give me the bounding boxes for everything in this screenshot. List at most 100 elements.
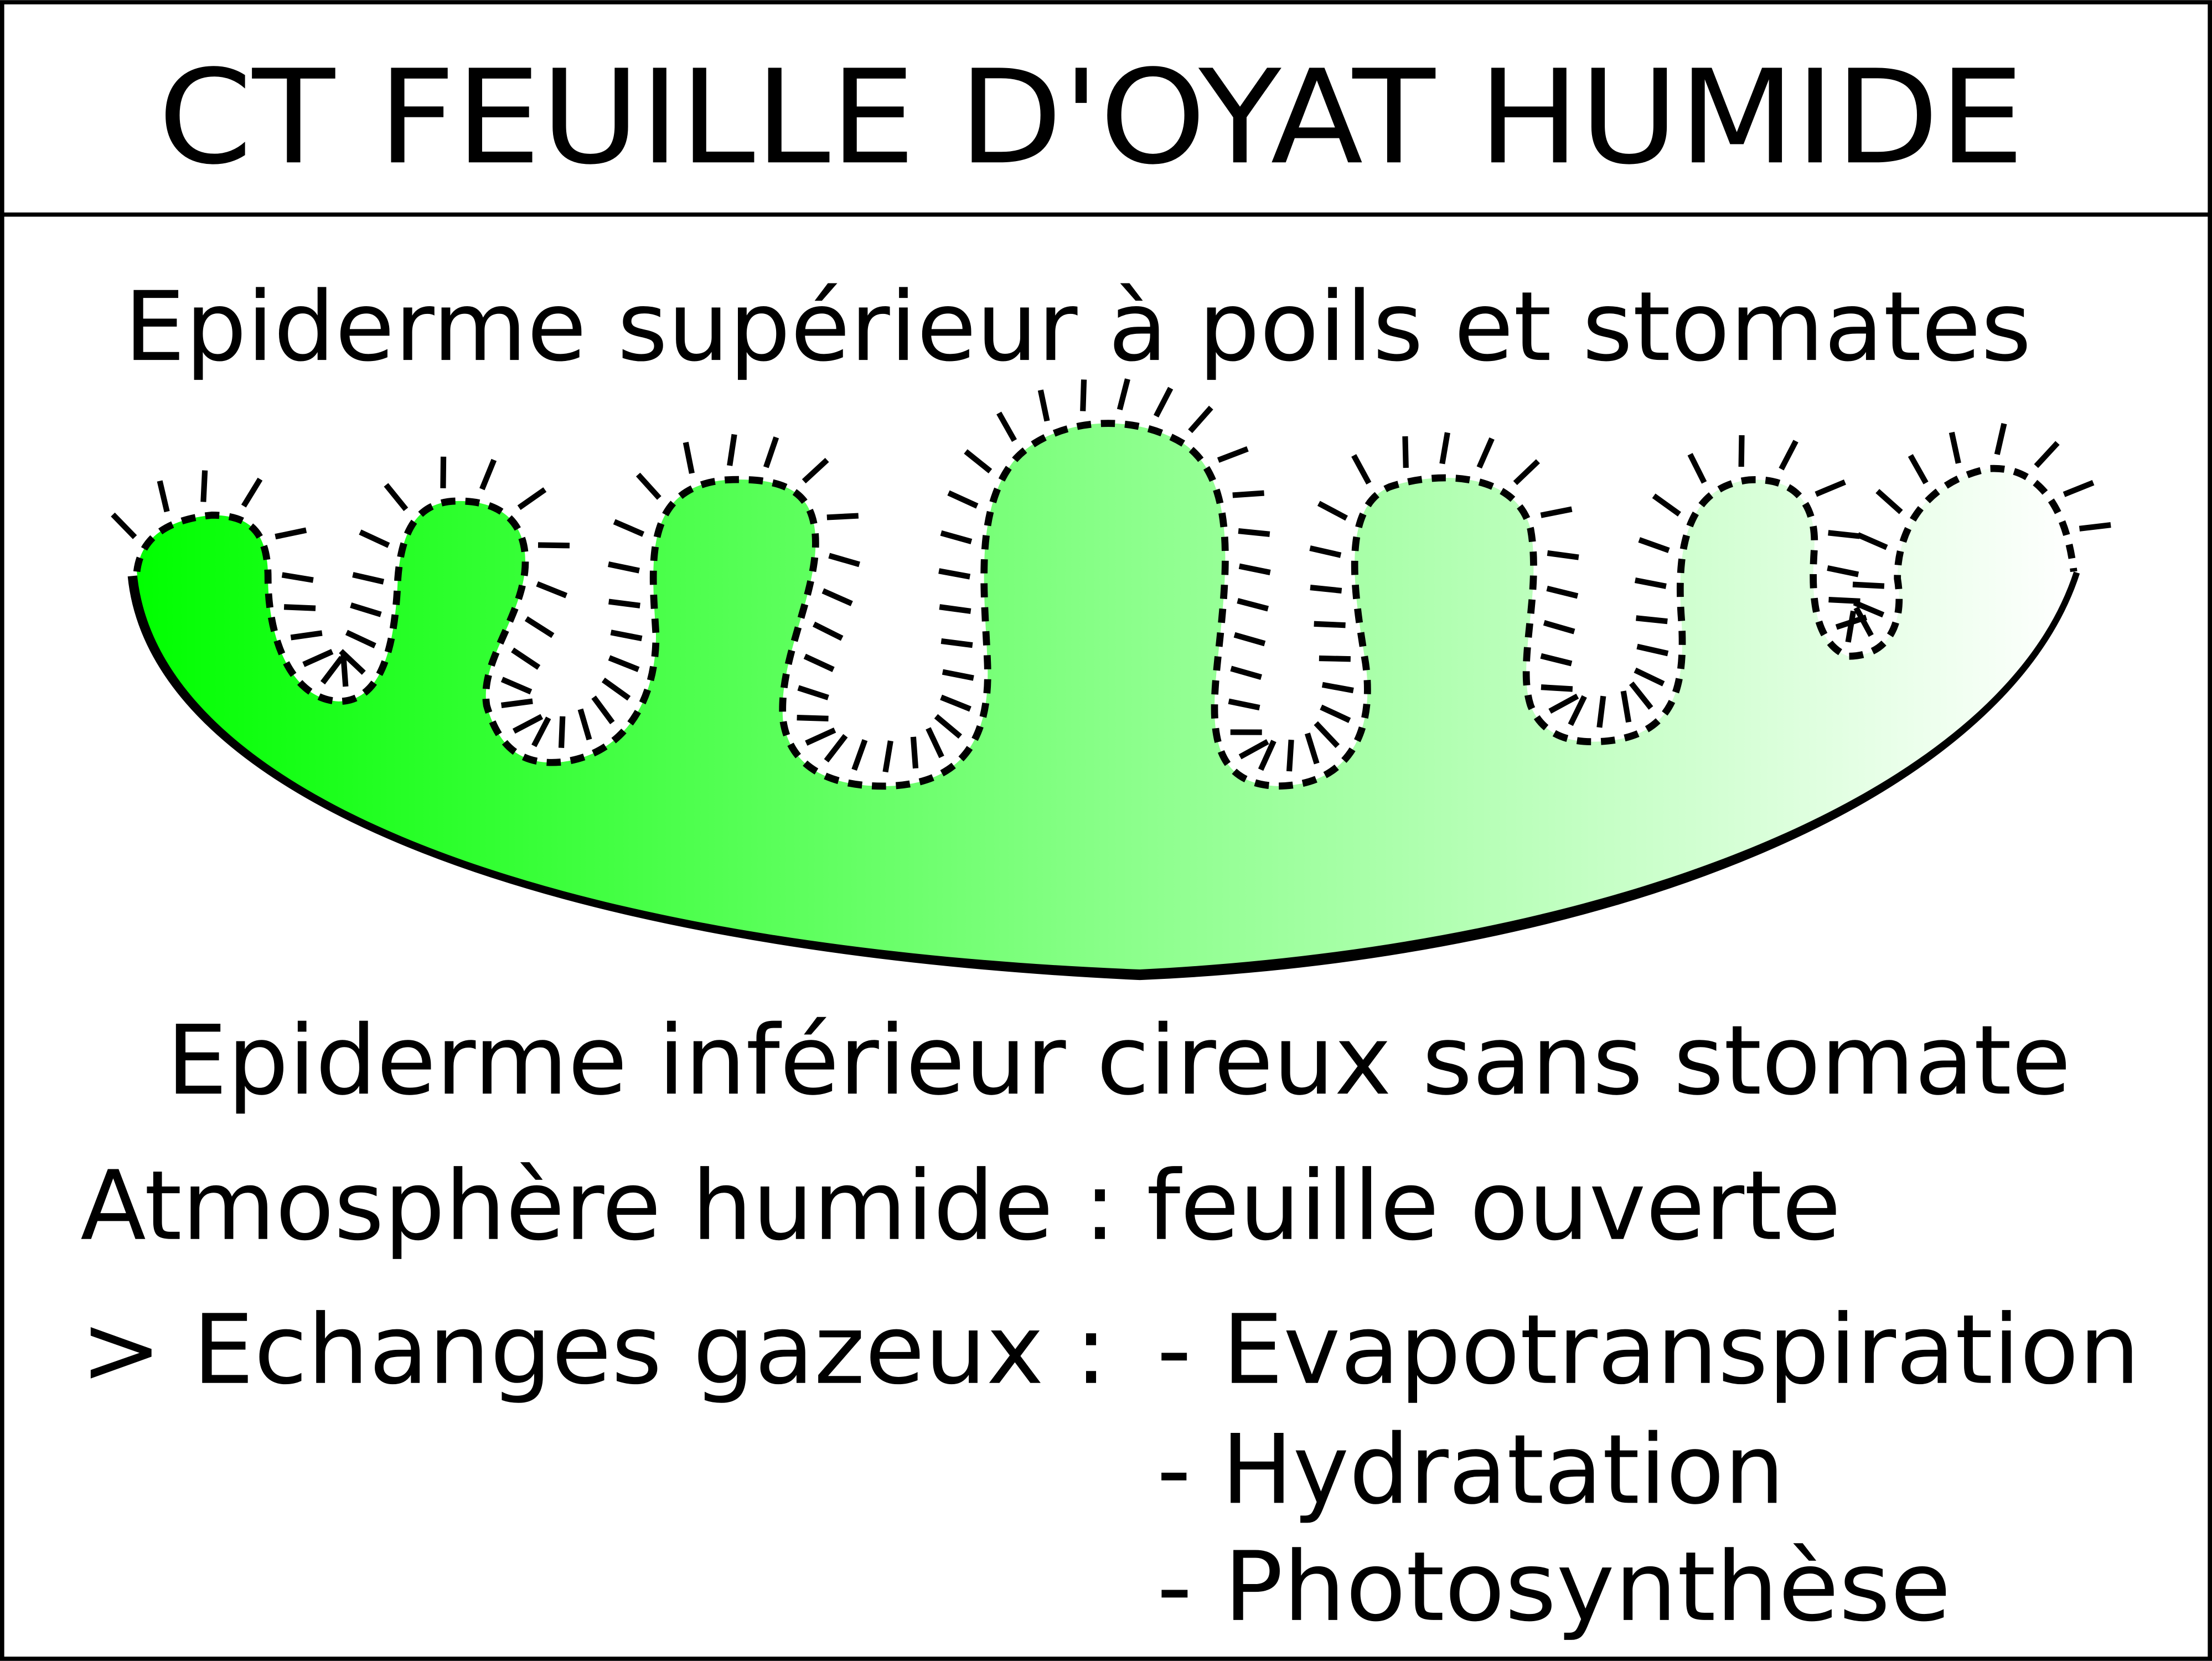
hair-mark — [1853, 606, 1874, 637]
hair-mark — [1568, 695, 1587, 726]
hair-mark — [1117, 378, 1130, 411]
hair-mark — [1875, 489, 1903, 514]
hair-mark — [940, 638, 973, 648]
hair-mark — [1304, 733, 1320, 765]
hair-mark — [1238, 739, 1269, 760]
hair-mark — [524, 616, 555, 638]
hair-mark — [1320, 704, 1351, 723]
hair-mark — [283, 604, 316, 611]
hair-mark — [926, 727, 944, 759]
hair-mark — [938, 568, 971, 580]
hair-mark — [821, 588, 853, 606]
hair-mark — [1319, 655, 1351, 662]
hair-mark — [964, 449, 993, 473]
hair-mark — [1188, 405, 1213, 434]
hair-mark — [608, 655, 640, 672]
hair-mark — [1620, 690, 1632, 723]
hair-mark — [1439, 432, 1450, 465]
hair-mark — [1634, 577, 1667, 589]
hair-mark — [1540, 506, 1573, 518]
hair-mark — [511, 647, 541, 670]
hair-mark — [1634, 667, 1665, 687]
gas-exchange-label: > Echanges gazeux : — [80, 1294, 1107, 1406]
hair-mark — [1258, 740, 1276, 771]
lower-epidermis-label: Epiderme inférieur cireux sans stomate — [167, 1004, 2071, 1116]
hair-mark — [1543, 620, 1575, 635]
hair-mark — [290, 630, 323, 641]
hair-mark — [111, 512, 137, 539]
hair-mark — [320, 656, 344, 685]
condition-note: Atmosphère humide : feuille ouverte — [80, 1150, 1841, 1262]
hair-mark — [1779, 440, 1798, 471]
hair-mark — [1908, 454, 1929, 484]
hair-mark — [1949, 431, 1961, 464]
hair-mark — [947, 490, 979, 509]
leaf-hairs — [111, 378, 2111, 773]
lower-epidermis-cuticle — [127, 569, 2080, 981]
exchange-item-hydratation: - Hydratation — [1157, 1414, 1785, 1525]
hair-mark — [882, 740, 893, 773]
hair-mark — [517, 487, 547, 510]
hair-mark — [1738, 435, 1745, 467]
hair-mark — [1237, 598, 1269, 612]
hair-mark — [635, 472, 661, 500]
hair-mark — [350, 602, 382, 617]
hair-mark — [828, 553, 860, 568]
hair-mark — [1541, 684, 1573, 692]
hair-mark — [803, 653, 835, 672]
hair-mark — [824, 734, 848, 763]
hair-mark — [275, 527, 307, 540]
hair-mark — [1852, 581, 1885, 589]
hair-mark — [1314, 721, 1340, 749]
hair-mark — [1314, 621, 1346, 628]
hair-mark — [1217, 446, 1249, 463]
hair-mark — [1321, 682, 1354, 694]
hair-mark — [1317, 501, 1348, 521]
hair-mark — [1238, 528, 1270, 537]
hair-mark — [797, 715, 829, 721]
leaf-body — [137, 423, 2074, 970]
hair-mark — [384, 483, 409, 512]
hair-mark — [1238, 563, 1271, 575]
hair-mark — [1828, 596, 1860, 604]
hair-mark — [1857, 532, 1888, 550]
hair-mark — [352, 572, 385, 585]
hair-mark — [1629, 681, 1653, 710]
hair-mark — [910, 736, 919, 769]
hair-mark — [1827, 565, 1859, 577]
hair-mark — [1687, 453, 1707, 484]
hair-mark — [1845, 610, 1857, 643]
hair-mark — [2034, 441, 2060, 468]
hair-mark — [2063, 480, 2095, 497]
hair-mark — [340, 654, 349, 687]
hair-mark — [1540, 653, 1573, 667]
hair-mark — [1286, 739, 1294, 772]
hair-mark — [851, 739, 868, 771]
hair-mark — [683, 441, 695, 474]
exchange-item-photosynthese: - Photosynthèse — [1157, 1531, 1951, 1643]
hair-mark — [1351, 454, 1372, 485]
hair-mark — [763, 436, 779, 468]
leaf-cross-section — [111, 378, 2111, 981]
hair-mark — [302, 649, 334, 667]
hair-mark — [601, 677, 631, 701]
hair-mark — [940, 530, 973, 545]
hair-mark — [805, 728, 836, 746]
hair-mark — [996, 411, 1017, 442]
hair-mark — [345, 630, 376, 649]
hair-mark — [1476, 437, 1495, 469]
hair-mark — [591, 695, 615, 725]
hair-mark — [613, 519, 645, 537]
upper-epidermis-dotted — [133, 420, 2077, 790]
hair-mark — [727, 434, 737, 466]
hair-mark — [802, 457, 829, 484]
hair-mark — [1652, 493, 1681, 517]
hair-mark — [1309, 545, 1342, 558]
hair-mark — [940, 694, 971, 712]
hair-mark — [2079, 522, 2111, 532]
hair-mark — [797, 685, 829, 700]
hair-mark — [1548, 693, 1579, 714]
hair-mark — [1994, 423, 2007, 455]
hair-mark — [536, 581, 568, 599]
